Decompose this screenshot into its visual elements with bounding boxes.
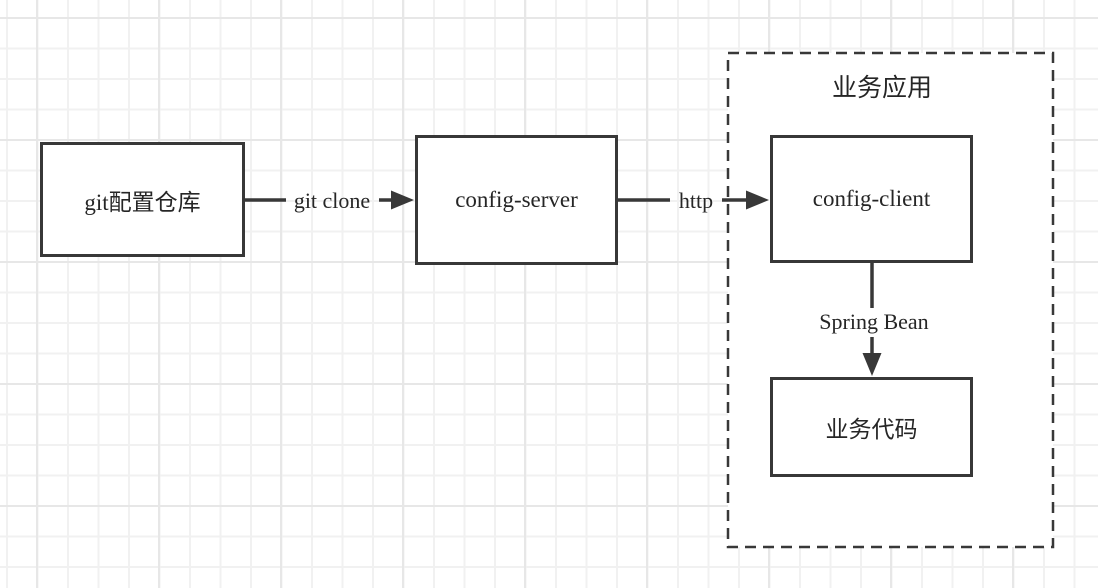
arrowhead-http xyxy=(746,190,769,210)
arrowhead-spring-bean xyxy=(862,353,882,376)
arrowhead-git-clone xyxy=(391,190,414,210)
edge-http xyxy=(618,190,769,210)
node-config-client-label: config-client xyxy=(812,186,931,211)
edge-spring-bean xyxy=(862,263,882,376)
node-business-code[interactable]: 业务代码 xyxy=(770,377,973,477)
node-config-server-label: config-server xyxy=(455,187,578,212)
node-git-repo-label: git配置仓库 xyxy=(84,189,201,215)
edge-label-http: http xyxy=(678,188,714,213)
node-config-server[interactable]: config-server xyxy=(415,135,618,265)
edge-git-clone xyxy=(245,190,414,210)
edge-label-spring-bean: Spring Bean xyxy=(819,309,929,334)
node-config-client[interactable]: config-client xyxy=(770,135,973,263)
node-git-repo[interactable]: git配置仓库 xyxy=(40,142,245,257)
group-title-business-application: 业务应用 xyxy=(831,74,932,102)
edge-label-git-clone: git clone xyxy=(293,188,371,213)
node-business-code-label: 业务代码 xyxy=(825,417,918,442)
